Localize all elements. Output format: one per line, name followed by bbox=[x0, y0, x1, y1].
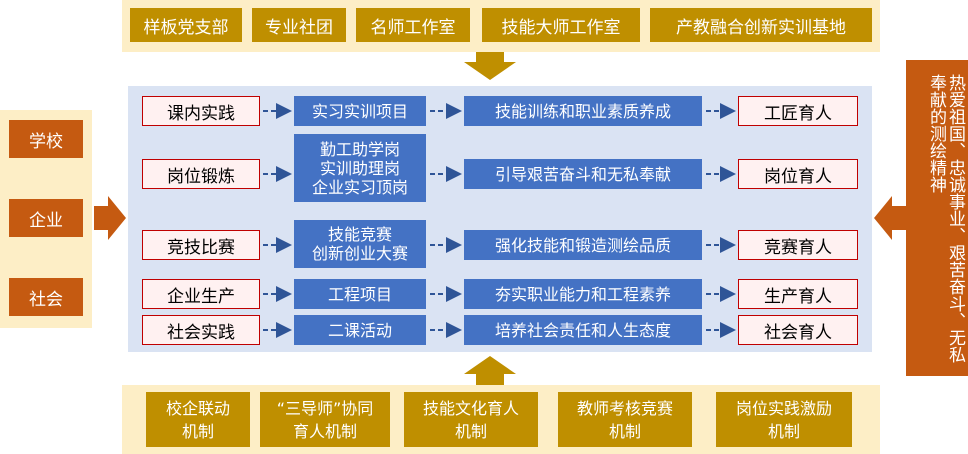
activity-line: 二课活动 bbox=[327, 320, 392, 340]
flow-arrows bbox=[263, 103, 736, 338]
mechanism-three-tutors: “三导师”协同 育人机制 bbox=[260, 392, 390, 447]
left-arrow-icon bbox=[874, 196, 906, 240]
top-item-party-branch: 样板党支部 bbox=[130, 8, 242, 42]
spirit-panel: 热爱祖国、忠诚事业、艰苦奋斗、无私奉献的测绘精神 bbox=[906, 60, 968, 376]
main-panel: 课内实践 实习实训项目 技能训练和职业素质养成 工匠育人 岗位锻炼 勤工助学岗 … bbox=[128, 86, 872, 352]
activity-line: 创新创业大赛 bbox=[311, 244, 408, 263]
source-enterprise-production: 企业生产 bbox=[142, 279, 260, 309]
mechanism-teacher-assessment: 教师考核竞赛 机制 bbox=[558, 392, 692, 447]
goal-text: 培养社会责任和人生态度 bbox=[494, 320, 671, 340]
goal-professional-ability: 夯实职业能力和工程素养 bbox=[464, 279, 702, 309]
outcome-production: 生产育人 bbox=[738, 279, 858, 309]
goal-text: 夯实职业能力和工程素养 bbox=[494, 284, 671, 304]
mechanism-line: “三导师”协同 bbox=[276, 398, 374, 418]
activity-post-jobs: 勤工助学岗 实训助理岗 企业实习顶岗 bbox=[294, 134, 426, 202]
outcome-social: 社会育人 bbox=[738, 315, 858, 345]
source-post-exercise: 岗位锻炼 bbox=[142, 159, 260, 189]
up-arrow-icon bbox=[464, 356, 516, 386]
outcome-craftsman: 工匠育人 bbox=[738, 96, 858, 126]
source-social-practice: 社会实践 bbox=[142, 315, 260, 345]
mechanism-post-incentive: 岗位实践激励 机制 bbox=[716, 392, 852, 447]
outcome-competition: 竞赛育人 bbox=[738, 230, 858, 260]
outcome-post: 岗位育人 bbox=[738, 159, 858, 189]
goal-hard-work: 引导艰苦奋斗和无私奉献 bbox=[464, 159, 702, 189]
left-item-enterprise: 企业 bbox=[9, 199, 83, 237]
goal-social-responsibility: 培养社会责任和人生态度 bbox=[464, 315, 702, 345]
top-item-master-studio: 名师工作室 bbox=[356, 8, 470, 42]
activity-line: 工程项目 bbox=[327, 284, 392, 304]
goal-text: 强化技能和锻造测绘品质 bbox=[494, 235, 671, 255]
activity-line: 技能竞赛 bbox=[327, 225, 392, 244]
bottom-mechanism-strip: 校企联动 机制 “三导师”协同 育人机制 技能文化育人 机制 教师考核竞赛 机制… bbox=[122, 385, 880, 454]
top-platform-strip: 样板党支部 专业社团 名师工作室 技能大师工作室 产教融合创新实训基地 bbox=[122, 0, 880, 52]
mechanism-line: 校企联动 bbox=[165, 398, 230, 418]
goal-skill-training: 技能训练和职业素质养成 bbox=[464, 96, 702, 126]
activity-line: 勤工助学岗 bbox=[319, 139, 400, 159]
activity-engineering-project: 工程项目 bbox=[294, 279, 426, 309]
mechanism-line: 机制 bbox=[454, 421, 487, 441]
goal-text: 技能训练和职业素质养成 bbox=[494, 101, 671, 121]
top-item-skill-master-studio: 技能大师工作室 bbox=[482, 8, 640, 42]
left-item-society: 社会 bbox=[9, 278, 83, 316]
mechanism-line: 机制 bbox=[181, 421, 214, 441]
spirit-text: 热爱祖国、忠诚事业、艰苦奋斗、无私奉献的测绘精神 bbox=[926, 74, 965, 363]
activity-training-project: 实习实训项目 bbox=[294, 96, 426, 126]
top-item-student-club: 专业社团 bbox=[252, 8, 346, 42]
left-item-school: 学校 bbox=[9, 120, 83, 158]
goal-strengthen-skills: 强化技能和锻造测绘品质 bbox=[464, 230, 702, 260]
mechanism-line: 机制 bbox=[767, 421, 800, 441]
left-actor-panel: 学校 企业 社会 bbox=[0, 110, 92, 328]
source-competition: 竞技比赛 bbox=[142, 230, 260, 260]
mechanism-line: 机制 bbox=[608, 421, 641, 441]
activity-line: 实训助理岗 bbox=[319, 158, 400, 178]
mechanism-line: 岗位实践激励 bbox=[735, 398, 832, 418]
mechanism-line: 教师考核竞赛 bbox=[576, 398, 673, 418]
activity-line: 企业实习顶岗 bbox=[311, 177, 408, 197]
right-arrow-icon bbox=[94, 196, 126, 240]
activity-competitions: 技能竞赛 创新创业大赛 bbox=[294, 220, 426, 268]
mechanism-skill-culture: 技能文化育人 机制 bbox=[404, 392, 538, 447]
mechanism-line: 技能文化育人 bbox=[422, 398, 519, 418]
activity-line: 实习实训项目 bbox=[311, 101, 408, 121]
mechanism-line: 育人机制 bbox=[292, 421, 357, 441]
top-item-training-base: 产教融合创新实训基地 bbox=[650, 8, 872, 42]
goal-text: 引导艰苦奋斗和无私奉献 bbox=[494, 164, 671, 184]
source-in-class-practice: 课内实践 bbox=[142, 96, 260, 126]
down-arrow-icon bbox=[464, 52, 516, 80]
activity-second-class: 二课活动 bbox=[294, 315, 426, 345]
mechanism-school-enterprise: 校企联动 机制 bbox=[146, 392, 250, 447]
